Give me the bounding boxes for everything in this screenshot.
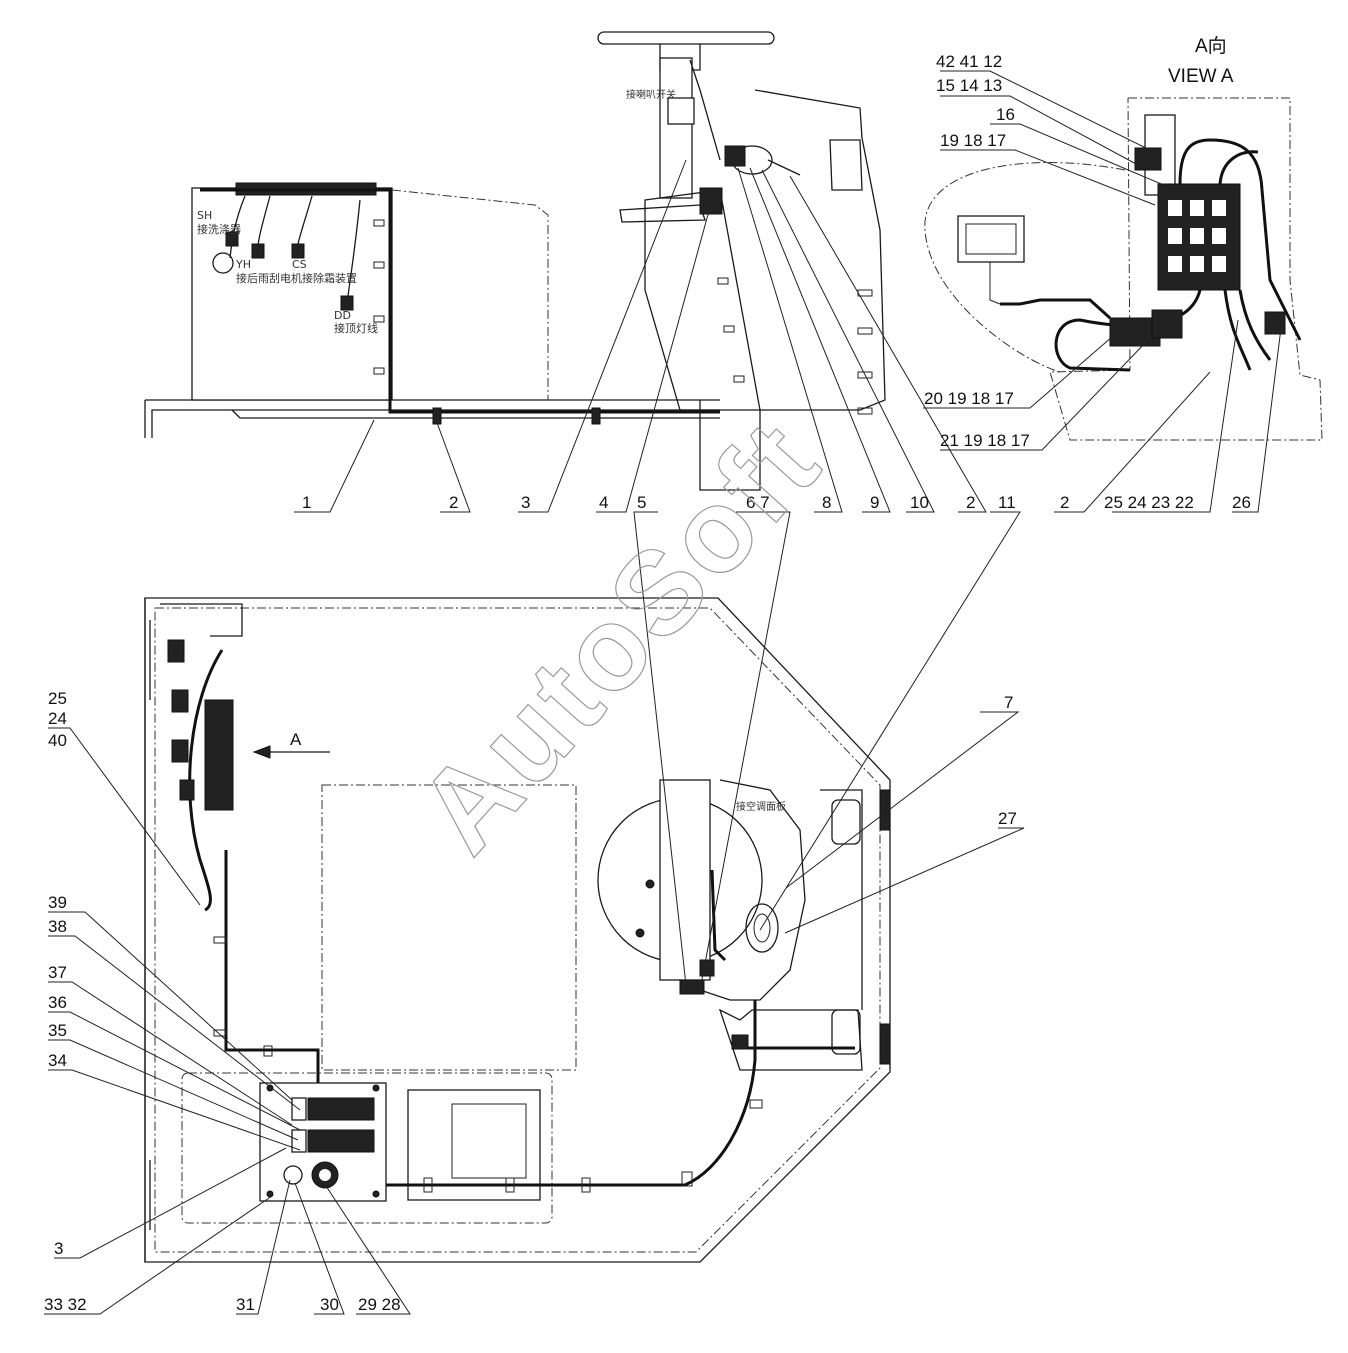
callout-19-17: 19 18 17 bbox=[940, 131, 1006, 150]
yh-code: YH bbox=[235, 258, 251, 271]
callout-30: 30 bbox=[320, 1295, 339, 1314]
callout-20-17: 20 19 18 17 bbox=[924, 389, 1014, 408]
callout-10: 10 bbox=[910, 493, 929, 512]
callout-21-17: 21 19 18 17 bbox=[940, 431, 1030, 450]
cs-text: 接除霜装置 bbox=[302, 271, 357, 285]
callout-9: 9 bbox=[870, 493, 879, 512]
callout-15-13: 15 14 13 bbox=[936, 76, 1002, 95]
callout-4: 4 bbox=[599, 493, 608, 512]
callout-6-7: 6 7 bbox=[746, 493, 770, 512]
callout-2: 2 bbox=[449, 493, 458, 512]
side-view-cab: SH 接洗涤器 YH CS 接后雨刮电机 接除霜装置 DD 接顶灯线 bbox=[144, 182, 720, 438]
callout-2c: 2 bbox=[1060, 493, 1069, 512]
callout-31: 31 bbox=[236, 1295, 255, 1314]
callout-38: 38 bbox=[48, 917, 67, 936]
view-title-cn: A向 bbox=[1195, 35, 1227, 57]
yh-text: 接后雨刮电机 bbox=[236, 271, 302, 285]
callout-3b: 3 bbox=[54, 1239, 63, 1258]
callout-24: 24 bbox=[48, 709, 67, 728]
ac-panel-text: 接空调面板 bbox=[736, 800, 786, 813]
horn-switch-text: 接喇叭开关 bbox=[626, 88, 676, 101]
callout-26: 26 bbox=[1232, 493, 1251, 512]
callout-39: 39 bbox=[48, 893, 67, 912]
callout-8: 8 bbox=[822, 493, 831, 512]
leader-lines bbox=[44, 70, 1283, 1315]
callout-35: 35 bbox=[48, 1021, 67, 1040]
steering-column-side: 接喇叭开关 bbox=[597, 31, 886, 491]
callout-37: 37 bbox=[48, 963, 67, 982]
callout-3: 3 bbox=[521, 493, 530, 512]
callout-42-12: 42 41 12 bbox=[936, 52, 1002, 71]
dd-text: 接顶灯线 bbox=[334, 321, 378, 335]
dd-code: DD bbox=[334, 309, 351, 322]
callout-36: 36 bbox=[48, 993, 67, 1012]
callout-7b: 7 bbox=[1004, 693, 1013, 712]
callout-11: 11 bbox=[998, 493, 1016, 512]
view-title-en: VIEW A bbox=[1168, 66, 1234, 87]
callout-34: 34 bbox=[48, 1051, 67, 1070]
callout-numbers: 1 2 3 4 5 6 7 8 9 10 2 11 2 25 24 23 22 … bbox=[44, 52, 1251, 1314]
callout-5: 5 bbox=[637, 493, 646, 512]
callout-25-22: 25 24 23 22 bbox=[1104, 493, 1194, 512]
cs-code: CS bbox=[292, 258, 307, 271]
sh-code: SH bbox=[197, 209, 212, 222]
callout-40: 40 bbox=[48, 731, 67, 750]
plan-view-cab: A bbox=[144, 597, 891, 1263]
callout-27: 27 bbox=[998, 809, 1017, 828]
callout-1: 1 bbox=[302, 493, 311, 512]
callout-16: 16 bbox=[996, 105, 1015, 124]
view-a-detail: A向 VIEW A bbox=[924, 35, 1323, 441]
callout-33-32: 33 32 bbox=[44, 1295, 87, 1314]
sh-text: 接洗涤器 bbox=[197, 222, 241, 236]
view-arrow-label: A bbox=[290, 730, 302, 749]
callout-29-28: 29 28 bbox=[358, 1295, 401, 1314]
callout-2b: 2 bbox=[966, 493, 975, 512]
callout-25: 25 bbox=[48, 689, 67, 708]
